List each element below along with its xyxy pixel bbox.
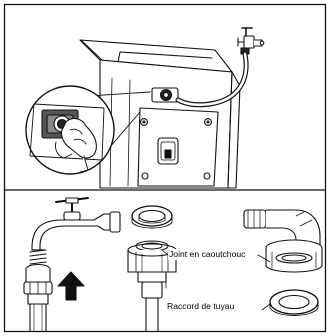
rubber-seal-label: Joint en caoutchouc [168, 249, 246, 260]
water-tap-icon [238, 28, 264, 54]
hose-connector-label: Raccord de tuyau [166, 301, 235, 312]
hose-connector-leader [262, 304, 270, 310]
water-tap-icon [30, 198, 120, 264]
rubber-seal-icon [270, 290, 318, 316]
up-arrow-icon [58, 272, 84, 300]
hose-connector-icon [24, 265, 52, 332]
rubber-seal-icon [132, 206, 172, 228]
elbow-connector-icon [244, 210, 322, 272]
